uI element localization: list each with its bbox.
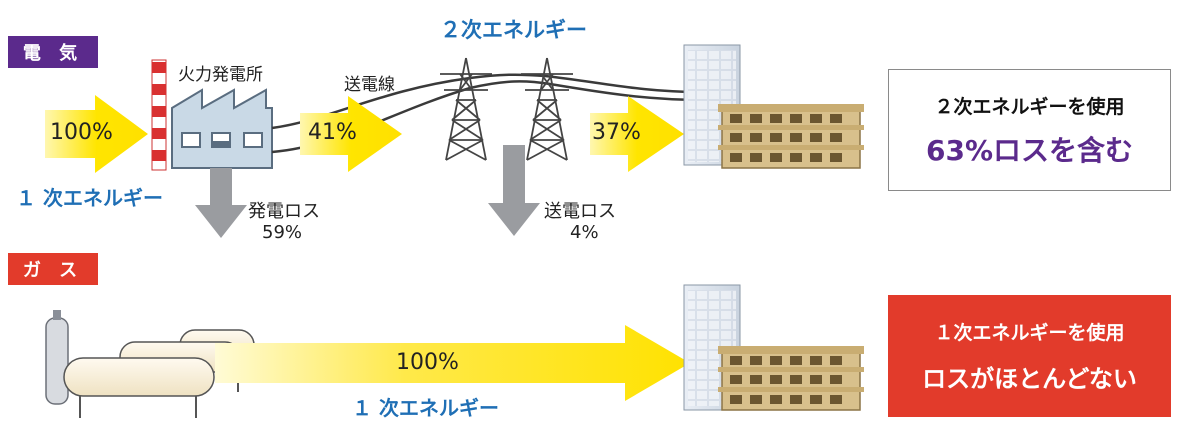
input-arrow: [45, 95, 148, 173]
gas-primary-energy-label: １ 次エネルギー: [352, 396, 499, 420]
plant-loss-label: 発電ロス: [248, 201, 320, 222]
electric-summary-line1: ２次エネルギーを使用: [934, 95, 1125, 118]
arrow-delivered: [590, 96, 684, 172]
secondary-energy-label: ２次エネルギー: [440, 18, 587, 42]
buildings-gas-icon: [683, 284, 864, 411]
arrow-after-plant: [300, 96, 402, 172]
gas-tanks-icon: [45, 310, 255, 418]
transmission-tower-2: [521, 57, 573, 161]
input-pct: 100%: [50, 120, 113, 145]
gas-summary-line1: １次エネルギーを使用: [934, 322, 1125, 344]
plant-loss-arrow: [195, 168, 247, 238]
line-label: 送電線: [344, 75, 395, 95]
electric-summary-box: ２次エネルギーを使用 63%ロスを含む: [888, 69, 1171, 191]
line-loss-pct: 4%: [570, 222, 599, 243]
gas-tag: ガ ス: [8, 253, 98, 285]
electric-summary-line2: 63%ロスを含む: [925, 133, 1134, 167]
gas-pct: 100%: [396, 350, 459, 375]
plant-label: 火力発電所: [178, 65, 263, 85]
line-loss-arrow: [488, 145, 540, 236]
electric-tag: 電 気: [8, 36, 98, 68]
line-loss-label: 送電ロス: [544, 201, 616, 222]
plant-loss-pct: 59%: [262, 222, 303, 243]
gas-summary-box: １次エネルギーを使用 ロスがほとんどない: [888, 295, 1171, 417]
chimney: [151, 59, 167, 171]
power-plant-icon: [171, 88, 273, 169]
after-plant-pct: 41%: [308, 120, 357, 145]
buildings-electric-icon: [683, 44, 864, 169]
gas-summary-line2: ロスがほとんどない: [922, 365, 1137, 393]
gas-supply-arrow: [215, 325, 690, 401]
primary-energy-label: １ 次エネルギー: [16, 186, 163, 210]
transmission-tower-1: [440, 57, 492, 161]
delivered-pct: 37%: [592, 120, 641, 145]
